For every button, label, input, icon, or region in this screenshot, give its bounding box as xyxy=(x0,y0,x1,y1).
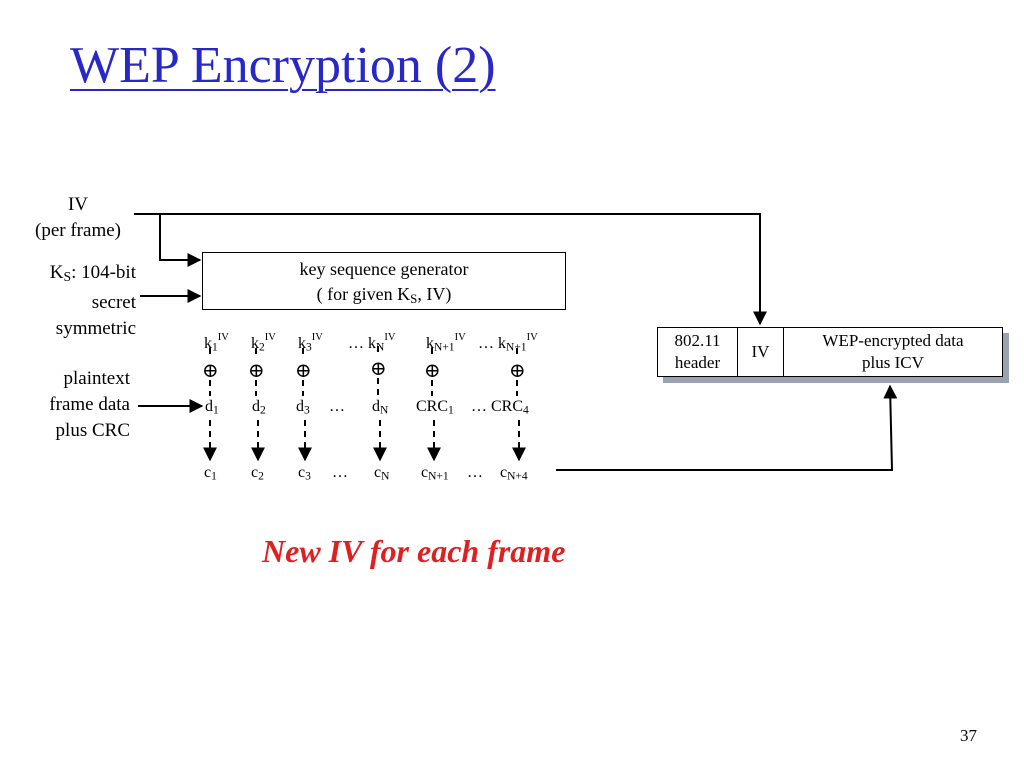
data-crc1: CRC1 xyxy=(416,398,454,417)
cipher-cn1: cN+1 xyxy=(421,464,449,483)
tagline: New IV for each frame xyxy=(262,533,566,569)
data-ellipsis: … xyxy=(329,398,345,415)
generator-line2-sub: S xyxy=(410,290,418,306)
xor-icon: ⊕ xyxy=(295,360,312,382)
xor-icon: ⊕ xyxy=(424,360,441,382)
cipher-ellipsis-2: … xyxy=(467,464,483,481)
frame-iv-label: IV xyxy=(751,342,770,361)
xor-icon: ⊕ xyxy=(248,360,265,382)
iv-label-line1: IV xyxy=(67,194,89,215)
key-symbol-sub: S xyxy=(63,269,72,284)
cipher-c3: c3 xyxy=(298,464,311,483)
key-size: : 104-bit xyxy=(71,262,136,283)
cipher-cn4: cN+4 xyxy=(500,464,528,483)
xor-icon: ⊕ xyxy=(370,358,387,380)
iv-to-frame-arrow xyxy=(134,213,767,326)
keystream-kn: … kNIV xyxy=(348,332,396,354)
frame-header-line2: header xyxy=(674,353,721,372)
cipher-ellipsis: … xyxy=(332,464,348,481)
xor-icon: ⊕ xyxy=(202,360,219,382)
secret-key-label: KS: 104-bit secret symmetric xyxy=(14,260,136,342)
key-sequence-generator-box: key sequence generator ( for given KS, I… xyxy=(202,252,566,310)
key-label-line3: symmetric xyxy=(55,318,136,339)
data-crc4: … CRC4 xyxy=(471,398,529,417)
generator-line1: key sequence generator xyxy=(299,259,469,279)
keystream-k1: k1IV xyxy=(204,332,229,354)
page-number: 37 xyxy=(960,726,977,745)
output-frame: 802.11 header IV WEP-encrypted data plus I… xyxy=(657,327,1003,377)
plaintext-label: plaintext frame data plus CRC xyxy=(14,366,130,444)
data-dn: dN xyxy=(372,398,389,417)
keystream-kn1-last: … kN+1IV xyxy=(478,332,538,354)
iv-to-generator-arrow xyxy=(159,214,202,267)
plaintext-line3: plus CRC xyxy=(55,420,130,441)
keystream-k2: k2IV xyxy=(251,332,276,354)
generator-line2-pre: ( for given K xyxy=(316,284,411,304)
cipher-to-frame-arrow xyxy=(556,384,898,471)
iv-label-line2: (per frame) xyxy=(35,220,121,241)
generator-line2-post: , IV) xyxy=(417,284,452,304)
iv-input-label: IV (per frame) xyxy=(22,192,134,244)
key-label-line2: secret xyxy=(91,292,136,313)
frame-header-cell: 802.11 header xyxy=(658,328,738,376)
frame-payload-line1: WEP-encrypted data xyxy=(822,331,964,350)
xor-icon: ⊕ xyxy=(509,360,526,382)
cipher-c2: c2 xyxy=(251,464,264,483)
data-d1: d1 xyxy=(205,398,219,417)
data-d3: d3 xyxy=(296,398,310,417)
cipher-cn: cN xyxy=(374,464,390,483)
frame-payload-cell: WEP-encrypted data plus ICV xyxy=(784,328,1002,376)
frame-payload-line2: plus ICV xyxy=(862,353,924,372)
keystream-kn1: kN+1IV xyxy=(426,332,466,354)
key-symbol: K xyxy=(49,262,64,283)
plaintext-line1: plaintext xyxy=(63,368,130,389)
keystream-k3: k3IV xyxy=(298,332,323,354)
frame-iv-cell: IV xyxy=(738,328,784,376)
data-d2: d2 xyxy=(252,398,266,417)
slide-title: WEP Encryption (2) xyxy=(70,37,496,94)
plaintext-line2: frame data xyxy=(49,394,130,415)
frame-header-line1: 802.11 xyxy=(674,331,721,350)
cipher-c1: c1 xyxy=(204,464,217,483)
